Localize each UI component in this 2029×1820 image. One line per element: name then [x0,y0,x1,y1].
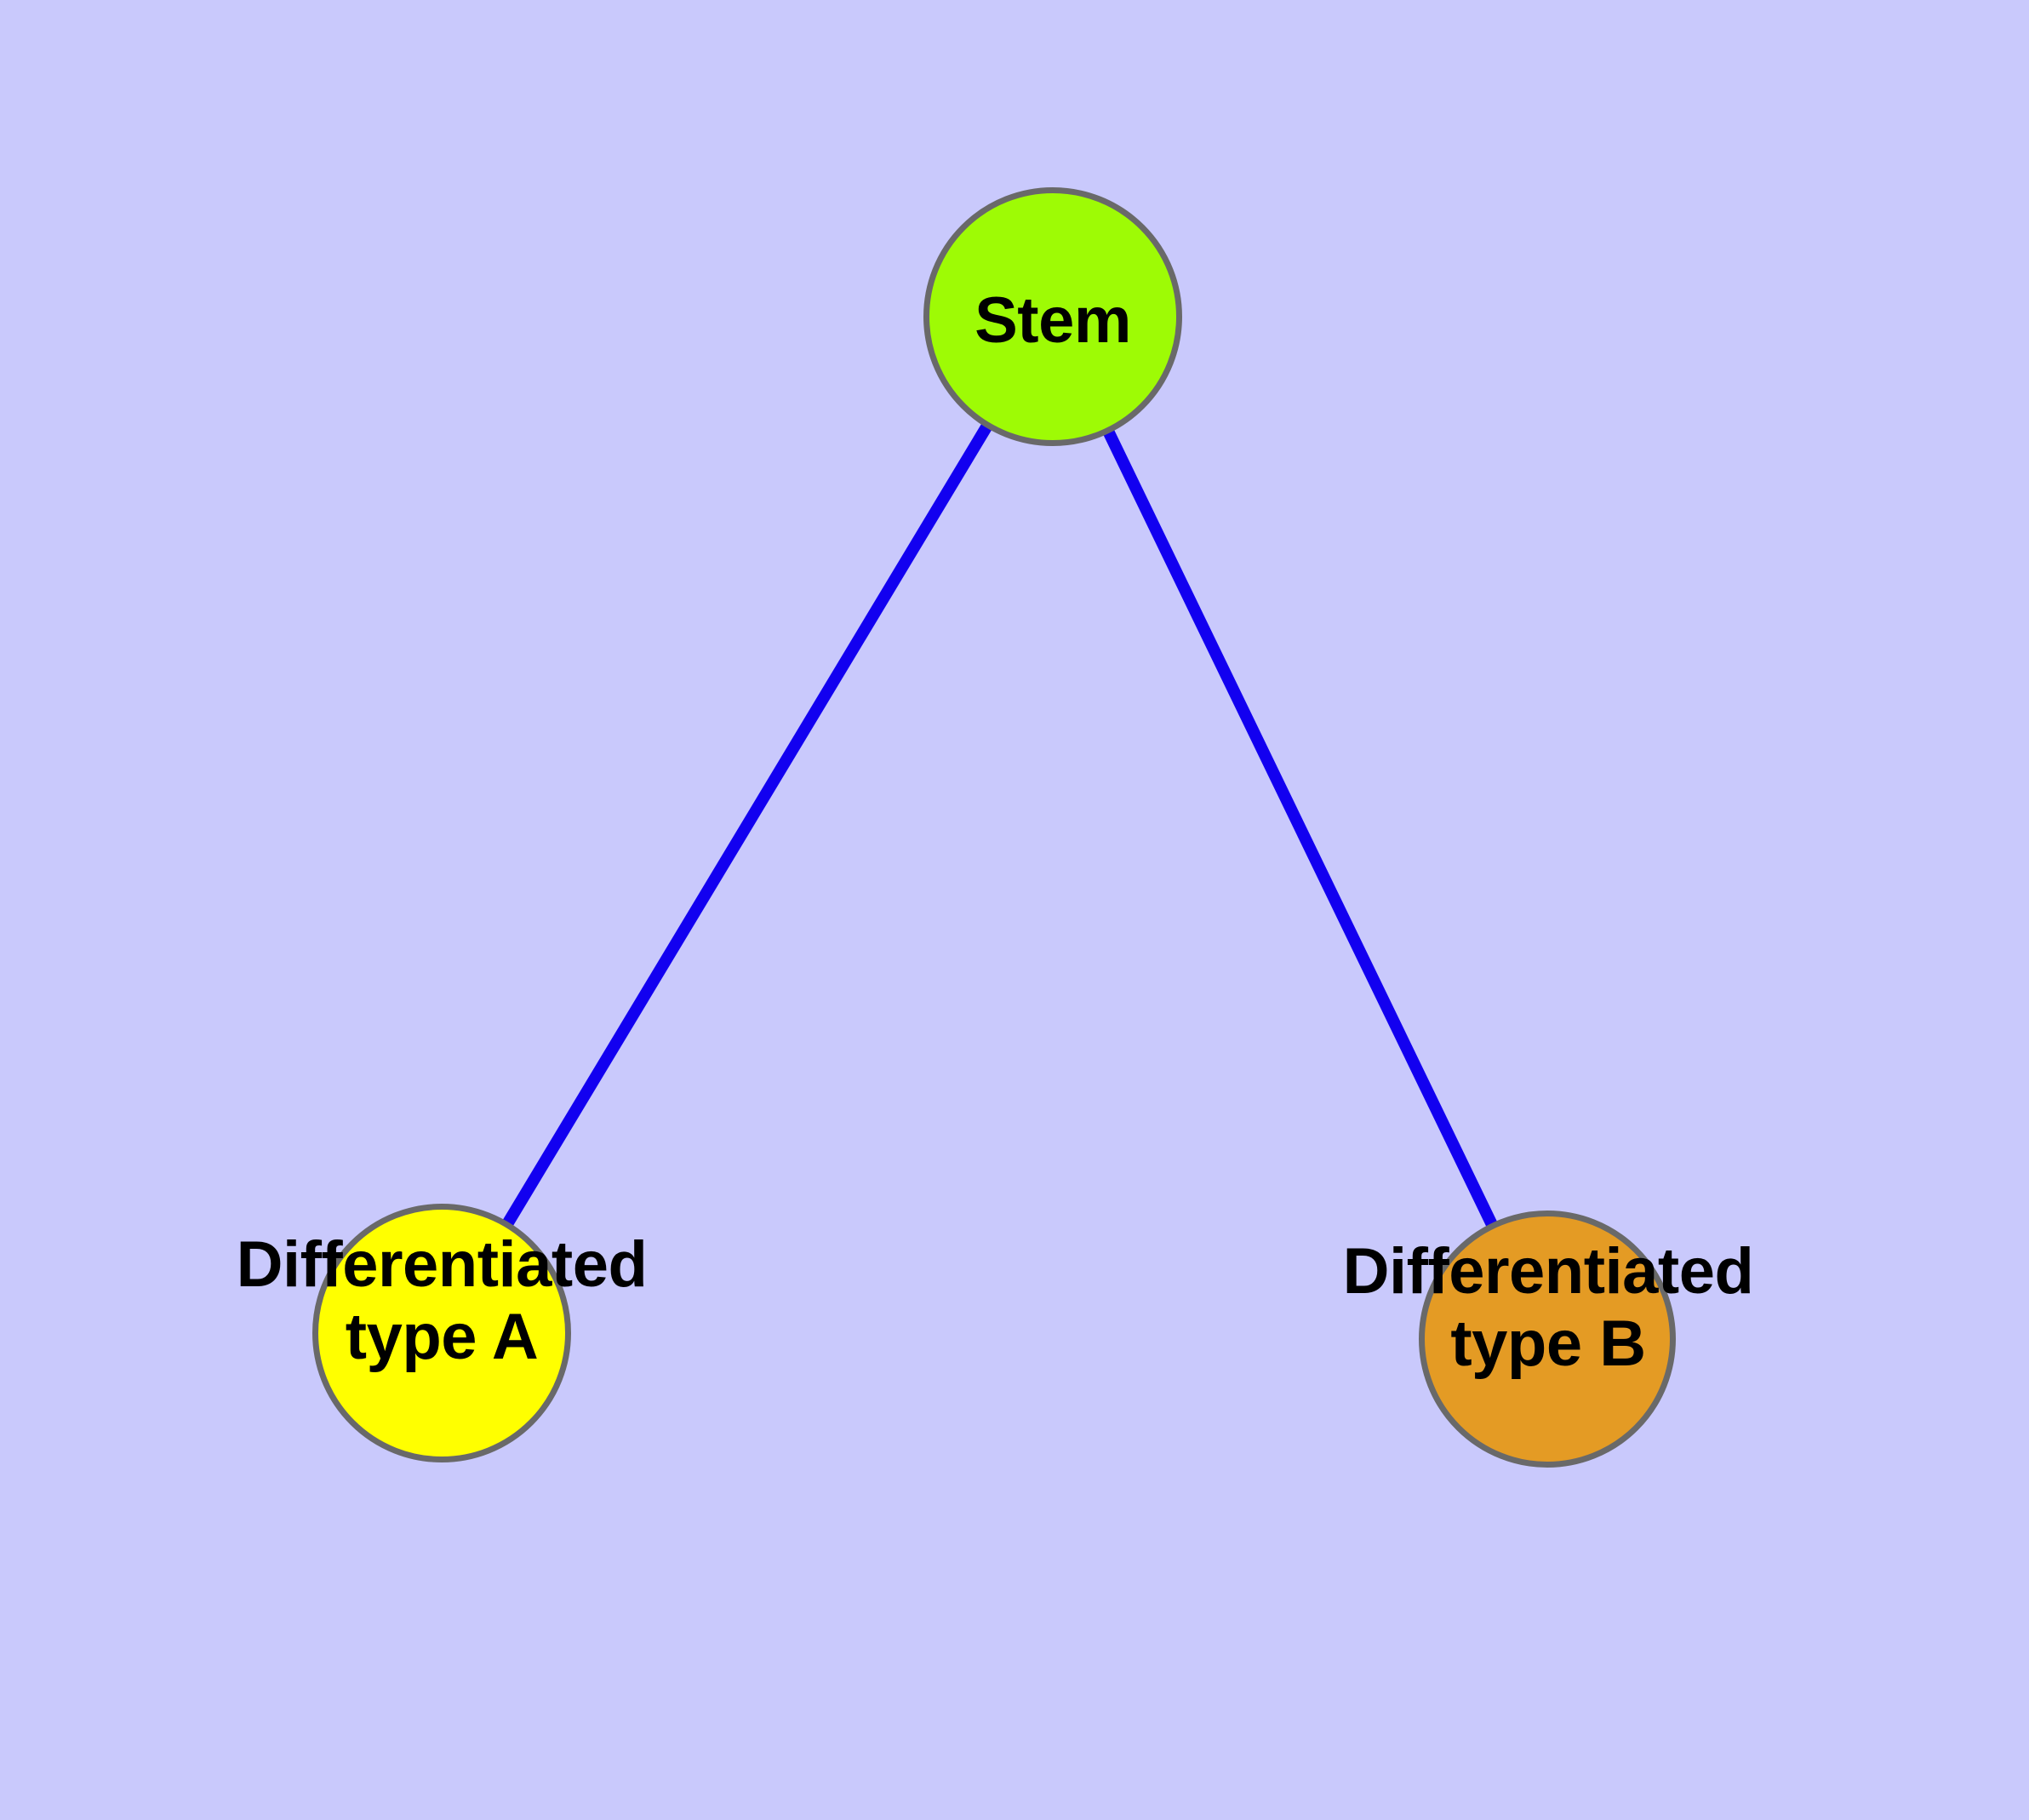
edge-stem-to-differentiated-type-a [501,421,993,1228]
node-differentiated-type-a[interactable] [312,1204,571,1462]
edge-stem-to-differentiated-type-b [1102,427,1499,1229]
node-stem[interactable] [923,187,1182,446]
node-differentiated-type-b[interactable] [1419,1210,1676,1468]
